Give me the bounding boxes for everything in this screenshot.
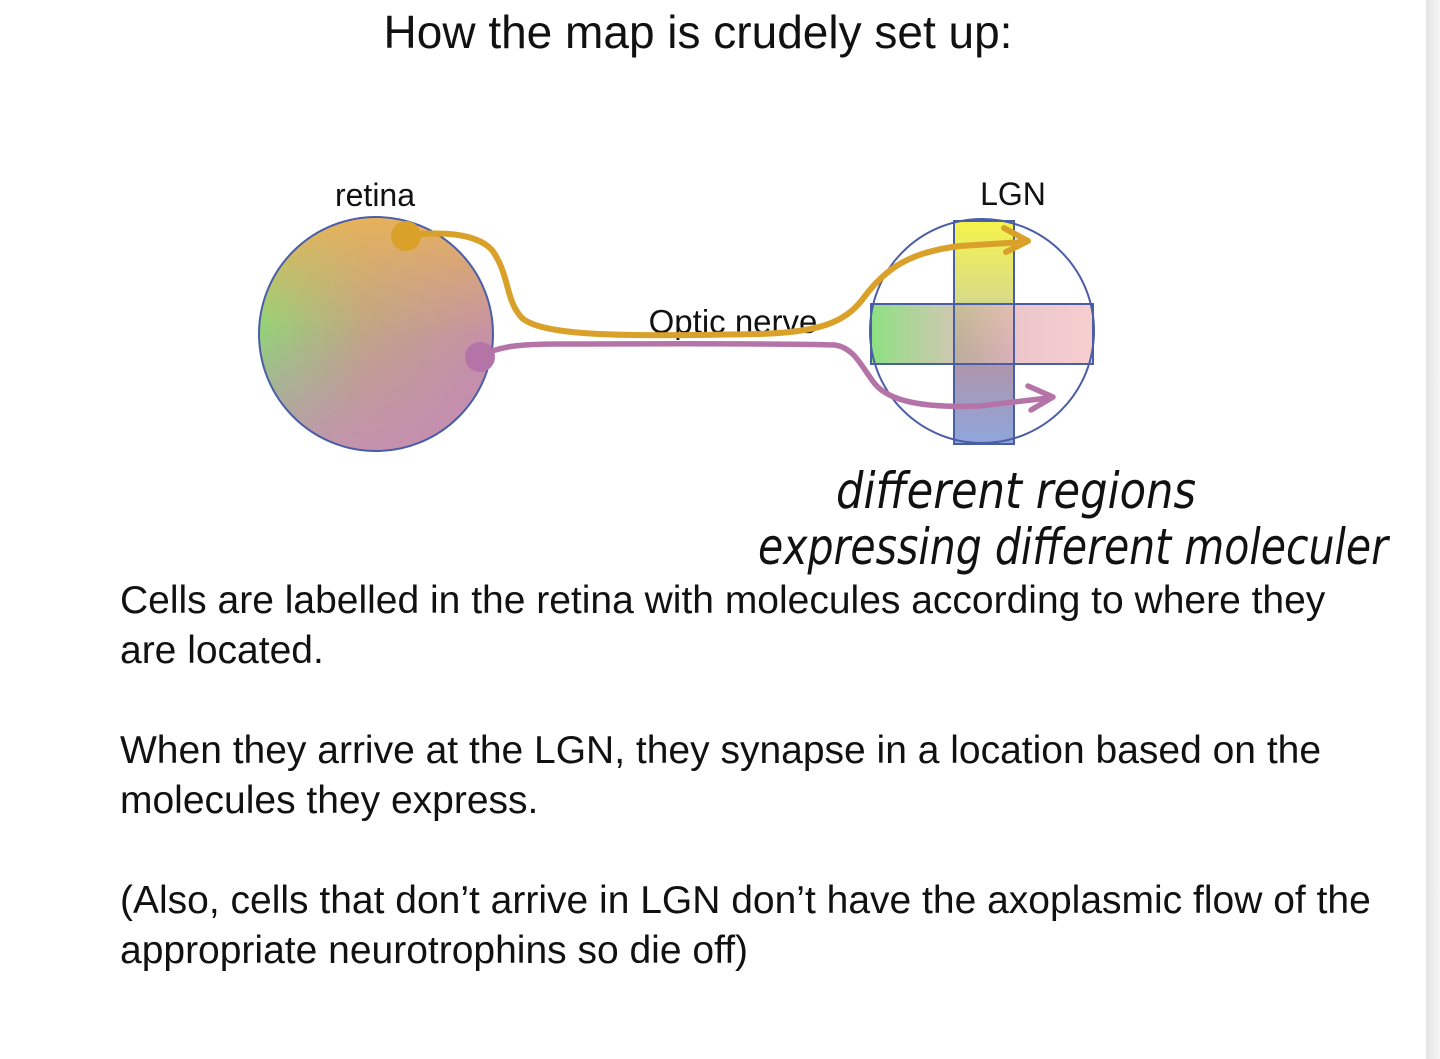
paragraph-3: (Also, cells that don’t arrive in LGN do… [120,879,1371,972]
axon-purple-path [477,341,1051,410]
lgn-label: LGN [980,176,1046,212]
retinal-cell-purple [465,342,495,372]
retina [258,216,494,452]
arrowhead-purple-icon [1025,383,1056,413]
lgn [869,218,1095,445]
handwritten-note-line1: different regions [836,462,1196,520]
lgn-horizontal-band [871,304,1093,364]
retina-lgn-map-diagram: retina LGN Optic nerve different regions… [258,176,1391,576]
retinal-cell-orange [391,221,421,251]
retina-label: retina [335,177,415,213]
paragraph-1: Cells are labelled in the retina with mo… [120,579,1326,672]
lgn-outline [869,218,1095,444]
page-edge [1426,0,1440,1059]
page-title: How the map is crudely set up: [383,6,1013,58]
handwritten-note-line2: expressing different moleculer [758,518,1391,576]
axon-orange [391,221,1031,339]
retina-outline [258,216,494,452]
arrowhead-orange-icon [1001,225,1031,255]
paragraph-2: When they arrive at the LGN, they synaps… [120,729,1322,822]
axon-purple [465,341,1056,413]
axon-orange-path [403,230,1025,339]
